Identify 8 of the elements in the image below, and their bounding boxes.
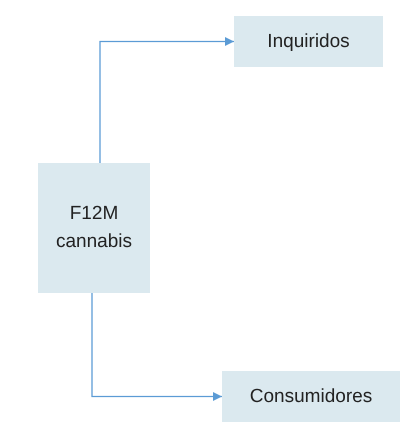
process-box bbox=[234, 16, 383, 67]
process-box bbox=[38, 163, 150, 293]
connector-arrow bbox=[99, 36, 234, 163]
box-label: F12M cannabis bbox=[54, 202, 134, 254]
connector-arrow bbox=[91, 293, 222, 402]
box-label: Consumidores bbox=[250, 384, 372, 409]
box-label: Inquiridos bbox=[267, 30, 350, 54]
process-box bbox=[222, 371, 400, 422]
